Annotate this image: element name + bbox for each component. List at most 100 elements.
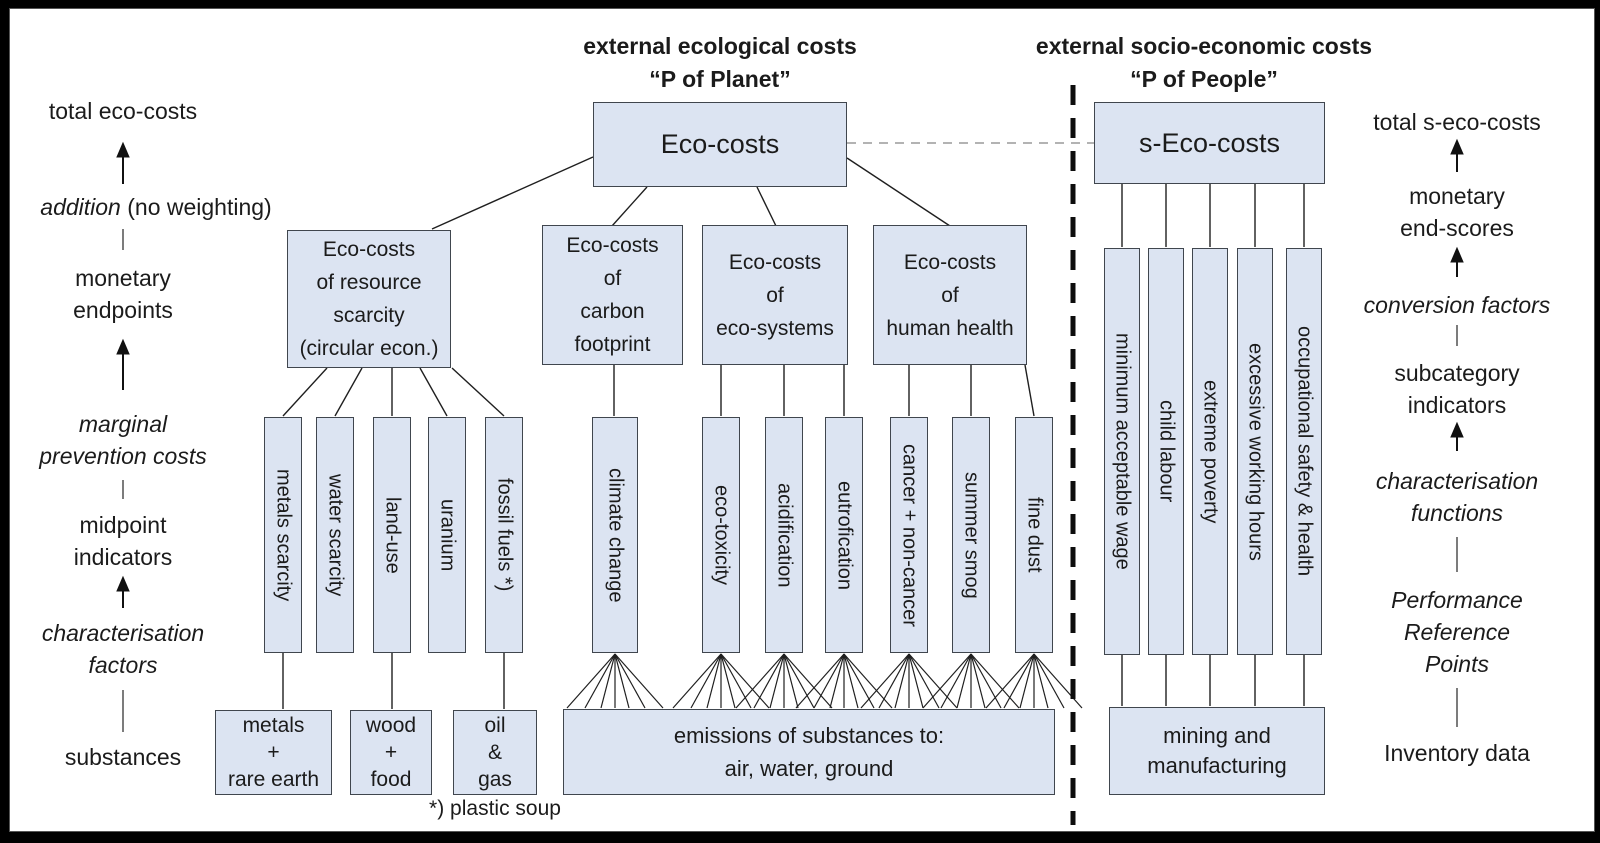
label-subcategory-line: indicators — [1407, 392, 1507, 418]
label-monetary-endpoints: monetary endpoints — [23, 262, 223, 326]
midpoint-box-land-use: land-use — [373, 417, 411, 653]
midpoint-box-climate-change: climate change — [592, 417, 638, 653]
heading-people-line2: “P of People” — [1130, 66, 1278, 92]
substance-line: + — [267, 741, 280, 764]
emissions-box: emissions of substances to: air, water, … — [563, 709, 1055, 795]
label-midpoint-line: midpoint — [79, 512, 167, 538]
box-resource-scarcity: Eco-costs of resource scarcity (circular… — [287, 230, 451, 368]
label-midpoint-indicators: midpoint indicators — [23, 509, 223, 573]
box-human-health-line: of — [941, 283, 959, 307]
midpoint-box-summer-smog: summer smog — [952, 417, 990, 653]
box-carbon-line: carbon — [580, 300, 645, 323]
midpoint-box-eco-toxicity: eco-toxicity — [702, 417, 740, 653]
label-charact-factors-line: characterisation — [41, 620, 205, 646]
box-human-health-line: Eco-costs — [903, 250, 997, 274]
subcategory-box-minimum-wage: minimum acceptable wage — [1104, 248, 1140, 655]
substance-line: + — [384, 741, 398, 764]
subcategory-box-working-hours: excessive working hours — [1237, 248, 1273, 655]
box-resource-scarcity-line: scarcity — [333, 304, 405, 327]
label-marginal-line: marginal — [78, 411, 168, 437]
flow-arrows — [116, 138, 1464, 608]
substance-box-metals-rare-earth: metals + rare earth — [215, 710, 332, 795]
eco-costs-box: Eco-costs — [593, 102, 847, 187]
substance-line: & — [487, 741, 502, 764]
label-prp-line: Points — [1425, 651, 1489, 677]
midpoint-box-metals-scarcity: metals scarcity — [264, 417, 302, 653]
subcategory-box-extreme-poverty: extreme poverty — [1192, 248, 1228, 655]
box-carbon-footprint: Eco-costs of carbon footprint — [542, 225, 683, 365]
box-carbon-line: footprint — [574, 333, 651, 356]
label-end-scores-line: monetary — [1409, 183, 1505, 209]
box-human-health-line: human health — [886, 316, 1014, 340]
label-total-eco-costs: total eco-costs — [48, 98, 198, 124]
label-prp-line: Performance — [1391, 587, 1523, 613]
category-connectors — [282, 156, 1305, 709]
box-resource-scarcity-line: of resource — [316, 271, 422, 294]
midpoint-box-eutrofication: eutrofication — [825, 417, 863, 653]
label-conversion-factors: conversion factors — [1363, 292, 1551, 318]
midpoint-box-fossil-fuels: fossil fuels *) — [485, 417, 523, 653]
substance-line: food — [370, 768, 412, 791]
box-eco-systems-line: Eco-costs — [728, 250, 822, 274]
emissions-line1: emissions of substances to: — [673, 723, 945, 748]
heading-planet-line2: “P of Planet” — [649, 66, 791, 92]
label-characterisation-factors: characterisation factors — [0, 617, 246, 681]
box-carbon-line: Eco-costs — [566, 234, 659, 257]
subcategory-box-child-labour: child labour — [1148, 248, 1184, 655]
label-charact-factors-line: factors — [88, 652, 158, 678]
box-eco-systems-line: eco-systems — [716, 316, 834, 340]
label-monetary-endpoints-line: monetary — [75, 265, 171, 291]
substance-box-oil-gas: oil & gas — [453, 710, 537, 795]
label-addition-italic: addition — [40, 194, 121, 220]
heading-people-line1: external socio-economic costs — [1035, 33, 1373, 59]
substance-line: rare earth — [227, 768, 320, 791]
label-addition-no-weighting: addition (no weighting) — [6, 191, 306, 223]
label-charact-functions-line: functions — [1410, 500, 1504, 526]
label-subcategory-indicators: subcategory indicators — [1332, 357, 1582, 421]
box-human-health: Eco-costs of human health — [873, 225, 1027, 365]
mining-manufacturing-box: mining and manufacturing — [1109, 707, 1325, 795]
midpoint-box-water-scarcity: water scarcity — [316, 417, 354, 653]
box-carbon-line: of — [603, 267, 622, 290]
label-inventory-data: Inventory data — [1384, 740, 1530, 766]
label-performance-reference-points: Performance Reference Points — [1332, 584, 1582, 680]
substance-line: metals — [242, 714, 305, 737]
substance-line: gas — [478, 768, 512, 791]
flow-plain-links — [122, 229, 1458, 732]
midpoint-box-cancer: cancer + non-cancer — [890, 417, 928, 653]
box-resource-scarcity-line: (circular econ.) — [299, 337, 439, 360]
label-subcategory-line: subcategory — [1394, 360, 1520, 386]
s-eco-costs-box: s-Eco-costs — [1094, 102, 1325, 184]
label-marginal-prevention-costs: marginal prevention costs — [0, 408, 246, 472]
footnote-plastic-soup: *) plastic soup — [429, 797, 561, 820]
label-marginal-line: prevention costs — [39, 443, 207, 469]
subcategory-box-occupational-safety: occupational safety & health — [1286, 248, 1322, 655]
mining-line2: manufacturing — [1147, 753, 1287, 778]
label-total-s-eco-costs: total s-eco-costs — [1373, 109, 1541, 135]
substance-line: oil — [484, 714, 506, 737]
box-eco-systems-line: of — [766, 283, 784, 307]
label-substances: substances — [64, 744, 182, 770]
label-addition-rest: (no weighting) — [120, 194, 272, 220]
label-charact-functions-line: characterisation — [1375, 468, 1539, 494]
mining-line1: mining and — [1163, 723, 1271, 748]
substance-box-wood-food: wood + food — [350, 710, 432, 795]
label-characterisation-functions: characterisation functions — [1332, 465, 1582, 529]
midpoint-box-uranium: uranium — [428, 417, 466, 653]
midpoint-box-acidification: acidification — [765, 417, 803, 653]
label-monetary-endpoints-line: endpoints — [73, 297, 173, 323]
label-midpoint-line: indicators — [73, 544, 173, 570]
heading-planet: external ecological costs “P of Planet” — [495, 30, 945, 96]
label-monetary-end-scores: monetary end-scores — [1332, 180, 1582, 244]
box-eco-systems: Eco-costs of eco-systems — [702, 225, 848, 365]
heading-planet-line1: external ecological costs — [583, 33, 857, 59]
substance-line: wood — [365, 714, 417, 737]
emissions-line2: air, water, ground — [724, 756, 894, 781]
box-resource-scarcity-line: Eco-costs — [322, 238, 416, 261]
label-end-scores-line: end-scores — [1400, 215, 1514, 241]
heading-people: external socio-economic costs “P of Peop… — [1001, 30, 1407, 96]
label-prp-line: Reference — [1403, 619, 1511, 645]
emission-fan-lines — [566, 653, 1083, 709]
